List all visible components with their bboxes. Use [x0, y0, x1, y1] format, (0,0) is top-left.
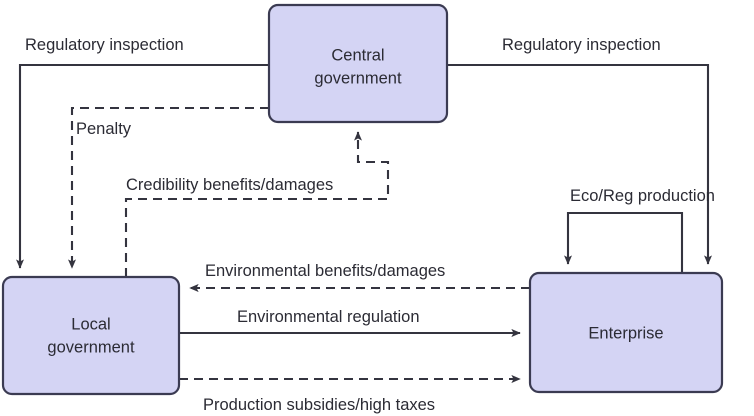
edge-line-credibility-benefits-damages: [124, 131, 390, 277]
edge-environmental-regulation: Environmental regulation: [179, 308, 521, 337]
edge-line-penalty: [68, 106, 269, 269]
node-local-government[interactable]: Local government: [1, 275, 181, 396]
edge-production-subsidies-high-taxes: Production subsidies/high taxes: [179, 375, 521, 414]
node-label-local-government-line1: Local: [71, 315, 110, 333]
node-enterprise[interactable]: Enterprise: [528, 271, 724, 394]
edge-label-credibility-benefits-damages: Credibility benefits/damages: [126, 176, 333, 194]
edge-line-eco-reg-production: [564, 211, 684, 273]
edge-regulatory-inspection-left: Regulatory inspection: [16, 36, 269, 269]
edge-penalty: Penalty: [68, 106, 269, 269]
node-central-government[interactable]: Central government: [267, 3, 449, 124]
node-shape-central-government[interactable]: [267, 3, 449, 124]
node-shape-enterprise[interactable]: [528, 271, 724, 394]
edge-line-regulatory-inspection-left: [16, 63, 269, 269]
edge-label-production-subsidies-high-taxes: Production subsidies/high taxes: [203, 396, 435, 414]
edge-label-environmental-benefits-damages: Environmental benefits/damages: [205, 262, 445, 280]
edge-regulatory-inspection-right: Regulatory inspection: [447, 36, 712, 265]
edge-label-penalty: Penalty: [76, 120, 132, 138]
node-label-central-government-line1: Central: [331, 46, 384, 64]
node-label-central-government-line2: government: [314, 69, 402, 87]
node-shape-local-government[interactable]: [1, 275, 181, 396]
edge-label-eco-reg-production: Eco/Reg production: [570, 187, 715, 205]
edge-label-regulatory-inspection-right: Regulatory inspection: [502, 36, 661, 54]
node-label-local-government-line2: government: [47, 338, 135, 356]
edge-label-regulatory-inspection-left: Regulatory inspection: [25, 36, 184, 54]
node-label-enterprise-line1: Enterprise: [588, 324, 663, 342]
edge-environmental-benefits-damages: Environmental benefits/damages: [189, 262, 530, 292]
edge-eco-reg-production: Eco/Reg production: [564, 187, 715, 273]
edge-credibility-benefits-damages: Credibility benefits/damages: [124, 131, 390, 277]
edge-line-regulatory-inspection-right: [447, 63, 712, 265]
edge-label-environmental-regulation: Environmental regulation: [237, 308, 420, 326]
